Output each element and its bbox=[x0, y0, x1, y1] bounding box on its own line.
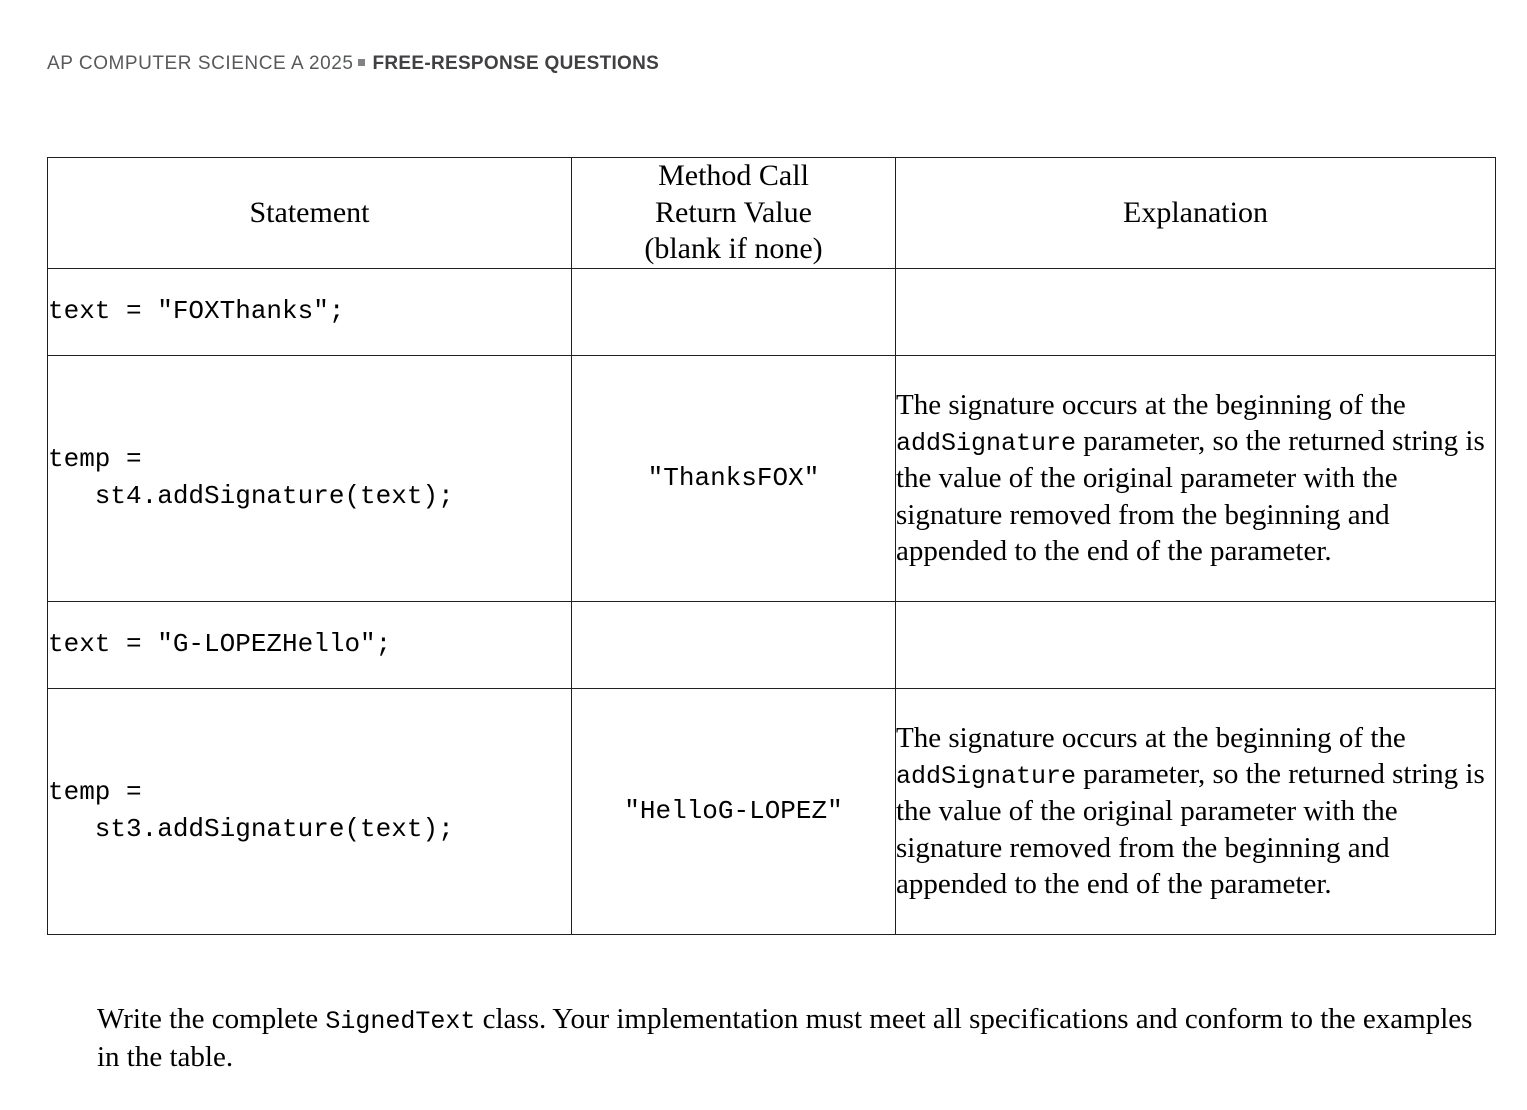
table-header-row: Statement Method Call Return Value (blan… bbox=[47, 157, 1496, 269]
explanation-suffix: parameter, so the returned string is the… bbox=[896, 758, 1485, 901]
explanation-code-token: addSignature bbox=[896, 429, 1077, 459]
table-row: text = "FOXThanks"; bbox=[47, 267, 1496, 356]
column-header-return-value-line3: (blank if none) bbox=[644, 232, 823, 266]
explanation-prefix: The signature occurs at the beginning of… bbox=[896, 388, 1406, 421]
column-header-return-value-line2: Return Value bbox=[655, 195, 812, 229]
column-header-statement-label: Statement bbox=[249, 195, 370, 229]
running-head-section-title: FREE-RESPONSE QUESTIONS bbox=[372, 53, 660, 74]
closing-suffix: class. Your implementation must meet all… bbox=[97, 1003, 1473, 1073]
cell-explanation bbox=[895, 267, 1496, 356]
table-row: text = "G-LOPEZHello"; bbox=[47, 600, 1496, 689]
running-head-exam-title: AP COMPUTER SCIENCE A 2025 bbox=[47, 53, 354, 74]
column-header-statement: Statement bbox=[47, 157, 572, 269]
closing-prefix: Write the complete bbox=[97, 1003, 326, 1035]
explanation-suffix: parameter, so the returned string is the… bbox=[896, 425, 1485, 568]
column-header-return-value: Method Call Return Value (blank if none) bbox=[571, 157, 896, 269]
method-examples-table: Statement Method Call Return Value (blan… bbox=[47, 157, 1496, 935]
column-header-explanation: Explanation bbox=[895, 157, 1496, 269]
cell-statement: temp = st4.addSignature(text); bbox=[47, 354, 572, 602]
table-row: temp = st4.addSignature(text); "ThanksFO… bbox=[47, 354, 1496, 602]
cell-return-value bbox=[571, 600, 896, 689]
column-header-return-value-line1: Method Call bbox=[658, 159, 809, 192]
closing-instruction-paragraph: Write the complete SignedText class. You… bbox=[97, 1001, 1477, 1076]
cell-return-value: "HelloG-LOPEZ" bbox=[571, 687, 896, 935]
column-header-explanation-label: Explanation bbox=[1123, 195, 1268, 229]
cell-return-value bbox=[571, 267, 896, 356]
closing-class-name: SignedText bbox=[325, 1007, 476, 1036]
running-head: AP COMPUTER SCIENCE A 2025 FREE-RESPONSE … bbox=[47, 54, 659, 73]
table-row: temp = st3.addSignature(text); "HelloG-L… bbox=[47, 687, 1496, 935]
square-bullet-icon bbox=[358, 58, 366, 66]
cell-return-value: "ThanksFOX" bbox=[571, 354, 896, 602]
cell-explanation: The signature occurs at the beginning of… bbox=[895, 354, 1496, 602]
cell-explanation bbox=[895, 600, 1496, 689]
explanation-prefix: The signature occurs at the beginning of… bbox=[896, 721, 1406, 754]
explanation-code-token: addSignature bbox=[896, 762, 1077, 792]
cell-explanation: The signature occurs at the beginning of… bbox=[895, 687, 1496, 935]
cell-statement: temp = st3.addSignature(text); bbox=[47, 687, 572, 935]
cell-statement: text = "G-LOPEZHello"; bbox=[47, 600, 572, 689]
cell-statement: text = "FOXThanks"; bbox=[47, 267, 572, 356]
